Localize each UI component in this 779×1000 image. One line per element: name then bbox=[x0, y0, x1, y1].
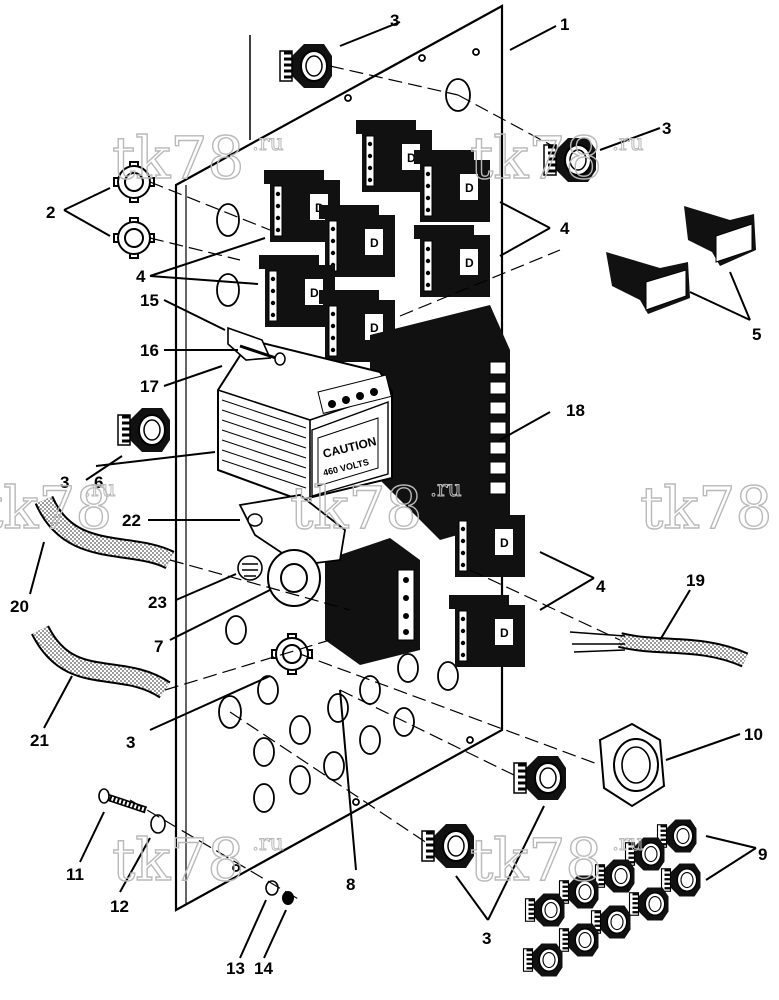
callout-4-upper-right: 4 bbox=[560, 219, 570, 238]
watermark-suffix-upper-left: .ru bbox=[252, 131, 284, 156]
relay-block bbox=[325, 538, 420, 665]
callout-20: 20 bbox=[10, 597, 29, 616]
watermark-suffix-mid-left: .ru bbox=[84, 477, 116, 502]
watermark-mid-center: tk78 bbox=[290, 474, 422, 542]
callout-18: 18 bbox=[566, 401, 585, 420]
grommet bbox=[267, 549, 321, 607]
callout-5: 5 bbox=[752, 325, 761, 344]
watermark-mid-right: tk78 bbox=[640, 474, 772, 542]
callout-4-left: 4 bbox=[136, 267, 146, 286]
callout-3-upper-right: 3 bbox=[662, 119, 671, 138]
callout-6: 6 bbox=[94, 473, 103, 492]
callout-3-top: 3 bbox=[390, 11, 399, 30]
callout-7: 7 bbox=[154, 637, 163, 656]
callout-16: 16 bbox=[140, 341, 159, 360]
callout-8: 8 bbox=[346, 875, 355, 894]
callout-9: 9 bbox=[758, 845, 767, 864]
leader-lines bbox=[29, 21, 757, 959]
callout-22: 22 bbox=[122, 511, 141, 530]
callout-11: 11 bbox=[66, 865, 84, 884]
mounting-bracket bbox=[238, 494, 346, 566]
callout-13: 13 bbox=[226, 959, 245, 978]
callout-17: 17 bbox=[140, 377, 159, 396]
watermark-upper-right: tk78 bbox=[470, 124, 602, 192]
callout-1: 1 bbox=[560, 15, 569, 34]
callout-3-left: 3 bbox=[60, 473, 69, 492]
watermark-mid-left: tk78 bbox=[0, 474, 112, 542]
callout-2: 2 bbox=[46, 203, 55, 222]
callout-19: 19 bbox=[686, 571, 705, 590]
indicator-lamp bbox=[237, 555, 263, 581]
callout-3-bottom: 3 bbox=[482, 929, 491, 948]
watermark-lower-left: tk78 bbox=[112, 826, 244, 894]
watermark-lower-right: tk78 bbox=[470, 826, 602, 894]
dashed-assembly-lines bbox=[129, 65, 621, 901]
cables bbox=[31, 495, 749, 699]
callout-14: 14 bbox=[254, 959, 273, 978]
transformer: CAUTION 460 VOLTS bbox=[217, 338, 393, 502]
watermark-suffix-lower-right: .ru bbox=[612, 831, 644, 856]
callout-10: 10 bbox=[744, 725, 763, 744]
callout-4-lower-right: 4 bbox=[596, 577, 606, 596]
terminal-board bbox=[370, 305, 510, 540]
callout-12: 12 bbox=[110, 897, 129, 916]
callout-21: 21 bbox=[30, 731, 49, 750]
watermark-suffix-mid-center: .ru bbox=[430, 477, 462, 502]
callout-3-bottom-left: 3 bbox=[126, 733, 135, 752]
callout-labels: 3 1 3 2 4 4 5 15 16 17 18 3 6 22 4 19 23… bbox=[10, 11, 767, 978]
watermark-suffix-upper-right: .ru bbox=[612, 131, 644, 156]
callout-15: 15 bbox=[140, 291, 159, 310]
watermark-suffix-lower-left: .ru bbox=[252, 831, 284, 856]
dust-caps bbox=[606, 206, 756, 314]
watermarks: tk78 .ru tk78 .ru tk78 .ru tk78 .ru tk78… bbox=[0, 123, 773, 894]
conduit-fitting bbox=[598, 722, 666, 808]
callout-23: 23 bbox=[148, 593, 167, 612]
screw-washer-nut bbox=[98, 788, 294, 905]
fuse-holder bbox=[227, 326, 286, 366]
watermark-upper-left: tk78 bbox=[112, 124, 244, 192]
